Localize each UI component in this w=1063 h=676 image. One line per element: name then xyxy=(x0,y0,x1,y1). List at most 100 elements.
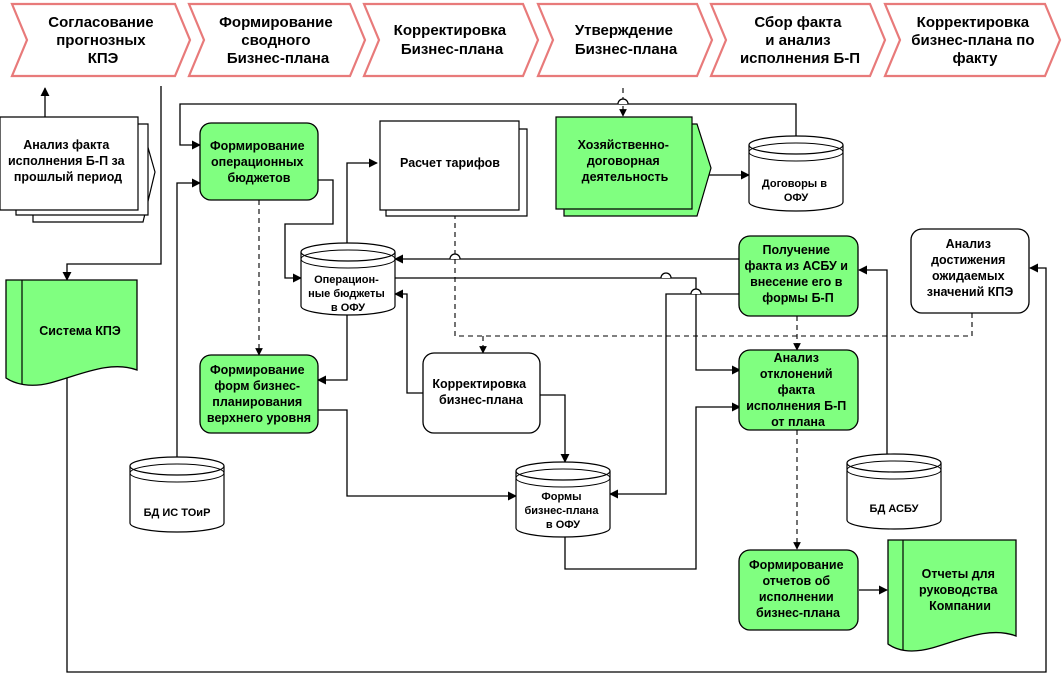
bp-forms-database: Формы бизнес-плана в ОФУ xyxy=(515,461,611,538)
connector xyxy=(66,263,1047,673)
asbu-label: БД АСБУ xyxy=(870,503,919,515)
cylinder-top xyxy=(515,461,611,481)
phase-chevron: Согласование прогнозных КПЭ xyxy=(10,2,192,78)
kpe-analysis-label: Анализ достижения ожидаемых значений КПЭ xyxy=(927,237,1014,299)
bp-correction-process: Корректировка бизнес-плана xyxy=(422,352,541,434)
connector xyxy=(454,210,973,337)
top-forms-process: Формирование форм бизнес- планирования в… xyxy=(199,354,319,434)
connector xyxy=(394,289,423,394)
cylinder-body xyxy=(846,463,942,530)
phase-label: Корректировка бизнес-плана по факту xyxy=(911,14,1038,67)
cylinder-body xyxy=(129,466,225,533)
cylinder-top xyxy=(846,453,942,473)
phase-chevron: Корректировка бизнес-плана по факту xyxy=(883,2,1062,78)
phase-label: Согласование прогнозных КПЭ xyxy=(48,14,157,67)
phase-label: Формирование сводного Бизнес-плана xyxy=(219,14,337,67)
kpe-system-label: Система КПЭ xyxy=(39,324,121,338)
toir-database: БД ИС ТОиР xyxy=(129,456,225,533)
analysis-prev-period: Анализ факта исполнения Б-П за прошлый п… xyxy=(0,116,156,223)
main-shape xyxy=(555,116,693,210)
line-hop xyxy=(690,288,702,295)
phase-shape xyxy=(362,2,540,78)
connector xyxy=(62,86,162,281)
toir-label: БД ИС ТОиР xyxy=(144,507,211,519)
phase-chevron: Корректировка Бизнес-плана xyxy=(362,2,540,78)
connector xyxy=(564,402,741,570)
reports-doc-label: Отчеты для руководства Компании xyxy=(919,567,1001,613)
cylinder-top-ring xyxy=(515,468,611,488)
economic-label: Хозяйственно- договорная деятельность xyxy=(578,138,673,184)
tariffs-label: Расчет тарифов xyxy=(400,156,500,170)
kpe-analysis-process: Анализ достижения ожидаемых значений КПЭ xyxy=(910,228,1030,314)
cylinder-top xyxy=(748,135,844,155)
phase-shape xyxy=(883,2,1062,78)
main-shape xyxy=(379,120,520,211)
document-shape xyxy=(5,279,138,386)
connector xyxy=(858,265,888,457)
document-shape xyxy=(887,539,1017,652)
phase-label: Сбор факта и анализ исполнения Б-П xyxy=(740,14,860,67)
phase-chevron: Формирование сводного Бизнес-плана xyxy=(187,2,367,78)
process-box xyxy=(738,549,859,631)
op-budgets-label: Формирование операционных бюджетов xyxy=(210,139,308,185)
top-forms-label: Формирование форм бизнес- планирования в… xyxy=(207,363,311,425)
line-hops xyxy=(449,98,702,295)
connector xyxy=(540,394,570,463)
line-hop xyxy=(660,272,672,279)
op-budgets-database: Операцион- ные бюджеты в ОФУ xyxy=(300,242,396,316)
phase-chevron: Сбор факта и анализ исполнения Б-П xyxy=(709,2,887,78)
cylinder-top xyxy=(300,242,396,262)
deviation-analysis-process: Анализ отклонений факта исполнения Б-П о… xyxy=(738,349,859,431)
bp-forms-label: Формы бизнес-плана в ОФУ xyxy=(525,491,602,531)
reports-process-label: Формирование отчетов об исполнении бизне… xyxy=(749,558,847,620)
op-budgets-db-label: Операцион- ные бюджеты в ОФУ xyxy=(308,274,388,314)
connector xyxy=(284,179,334,283)
cylinder-top-ring xyxy=(748,142,844,162)
phase-shape xyxy=(10,2,192,78)
phase-label: Корректировка Бизнес-плана xyxy=(394,22,511,58)
asbu-fact-label: Получение факта из АСБУ и внесение его в… xyxy=(745,243,852,305)
connector xyxy=(317,312,348,385)
connector xyxy=(179,103,797,150)
process-box xyxy=(910,228,1030,314)
bp-correction-label: Корректировка бизнес-плана xyxy=(432,377,529,407)
cylinder-top-ring xyxy=(846,460,942,480)
shape-front xyxy=(0,116,139,211)
economic-activity: Хозяйственно- договорная деятельность xyxy=(555,116,712,217)
connector xyxy=(176,178,201,460)
cylinder-body xyxy=(748,145,844,212)
connectors xyxy=(40,86,1047,673)
cylinder-top xyxy=(129,456,225,476)
phase-label: Утверждение Бизнес-плана xyxy=(575,22,678,58)
analysis-prev-label: Анализ факта исполнения Б-П за прошлый п… xyxy=(8,138,128,184)
contracts-database: Договоры в ОФУ xyxy=(748,135,844,212)
contracts-label: Договоры в ОФУ xyxy=(762,178,830,204)
reports-document: Отчеты для руководства Компании xyxy=(887,539,1017,652)
cylinder-top-ring xyxy=(300,249,396,269)
reports-process: Формирование отчетов об исполнении бизне… xyxy=(738,549,859,631)
connector xyxy=(346,158,378,247)
phase-shape xyxy=(187,2,367,78)
kpe-system-document: Система КПЭ xyxy=(5,279,138,386)
cylinder-top-ring xyxy=(129,463,225,483)
process-box xyxy=(199,122,319,201)
connector xyxy=(609,293,740,499)
connector xyxy=(395,277,741,375)
phase-chevron: Утверждение Бизнес-плана xyxy=(536,2,714,78)
connector xyxy=(318,409,517,501)
cylinder-body xyxy=(515,471,611,538)
cylinder-body xyxy=(300,252,396,316)
tariffs-calc: Расчет тарифов xyxy=(379,120,528,217)
line-hop xyxy=(617,98,629,105)
phase-shape xyxy=(709,2,887,78)
op-budgets-process: Формирование операционных бюджетов xyxy=(199,122,319,201)
asbu-database: БД АСБУ xyxy=(846,453,942,530)
line-hop xyxy=(449,253,461,260)
process-box xyxy=(738,349,859,431)
asbu-fact-process: Получение факта из АСБУ и внесение его в… xyxy=(738,235,859,317)
phase-shape xyxy=(536,2,714,78)
deviation-label: Анализ отклонений факта исполнения Б-П о… xyxy=(746,351,850,429)
process-box xyxy=(738,235,859,317)
process-box xyxy=(199,354,319,434)
